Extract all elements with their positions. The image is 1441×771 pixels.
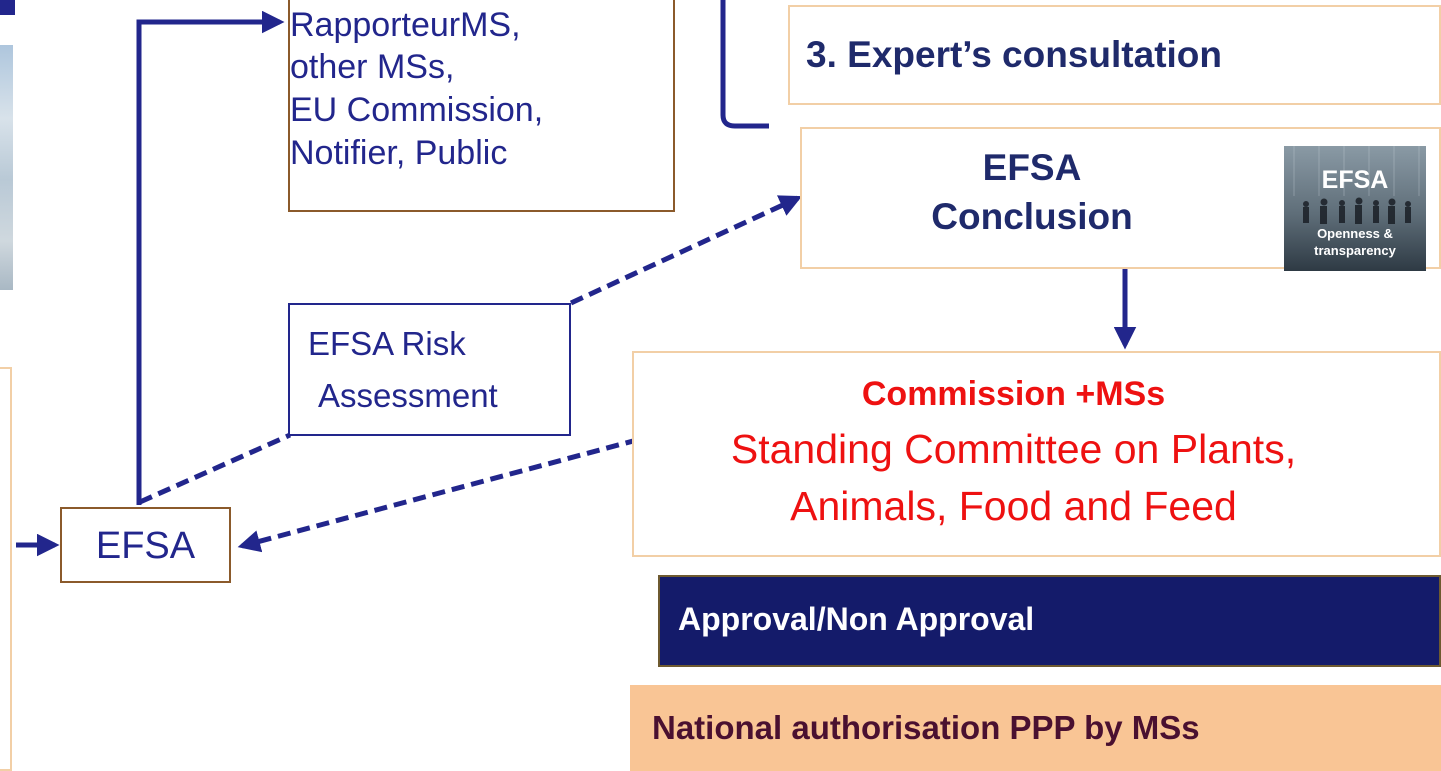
left-image-fragment — [0, 45, 13, 290]
expert-consultation-label: 3. Expert’s consultation — [806, 34, 1222, 75]
people-icon — [1293, 146, 1420, 224]
badge-title: EFSA — [1321, 166, 1389, 194]
expert-bracket-line — [720, 0, 769, 129]
recipient-line: RapporteurMS, — [290, 6, 521, 44]
expert-consultation-box: 3. Expert’s consultation — [788, 5, 1441, 105]
badge-line1: Openness & — [1317, 226, 1393, 241]
risk-assessment-box: EFSA Risk Assessment — [288, 303, 571, 436]
efsa-to-recipients-arrow — [136, 10, 285, 505]
badge-line2: transparency — [1314, 243, 1396, 258]
approval-label: Approval/Non Approval — [678, 601, 1035, 637]
commission-box: Commission +MSs Standing Committee on Pl… — [632, 351, 1441, 557]
commission-line2: Animals, Food and Feed — [790, 483, 1237, 529]
recipient-line: Notifier, Public — [290, 134, 508, 172]
risk-line1: EFSA Risk — [308, 325, 466, 362]
commission-line1: Standing Committee on Plants, — [730, 426, 1297, 472]
risk-line2: Assessment — [318, 377, 498, 414]
left-box-fragment — [0, 367, 12, 771]
commission-to-efsa-dashed-arrow — [237, 390, 813, 553]
recipient-line: EU Commission, — [290, 91, 544, 129]
efsa-box-label: EFSA — [95, 525, 196, 567]
efsa-to-risk-dashed — [138, 432, 292, 505]
conclusion-title-line2: Conclusion — [931, 196, 1133, 237]
recipients-box: RapporteurMS, other MSs, EU Commission, … — [288, 0, 675, 212]
efsa-box: EFSA — [60, 507, 231, 583]
recipient-line: other MSs, — [290, 48, 455, 86]
approval-banner: Approval/Non Approval — [658, 575, 1441, 667]
risk-to-conclusion-dashed-arrow — [569, 195, 803, 306]
national-authorisation-banner: National authorisation PPP by MSs — [630, 685, 1441, 771]
commission-title: Commission +MSs — [861, 375, 1166, 413]
conclusion-title-line1: EFSA — [982, 147, 1082, 188]
efsa-openness-badge-image: EFSA Openness & transparency — [1284, 146, 1426, 271]
national-label: National authorisation PPP by MSs — [652, 709, 1200, 746]
left-top-fragment — [0, 0, 15, 15]
